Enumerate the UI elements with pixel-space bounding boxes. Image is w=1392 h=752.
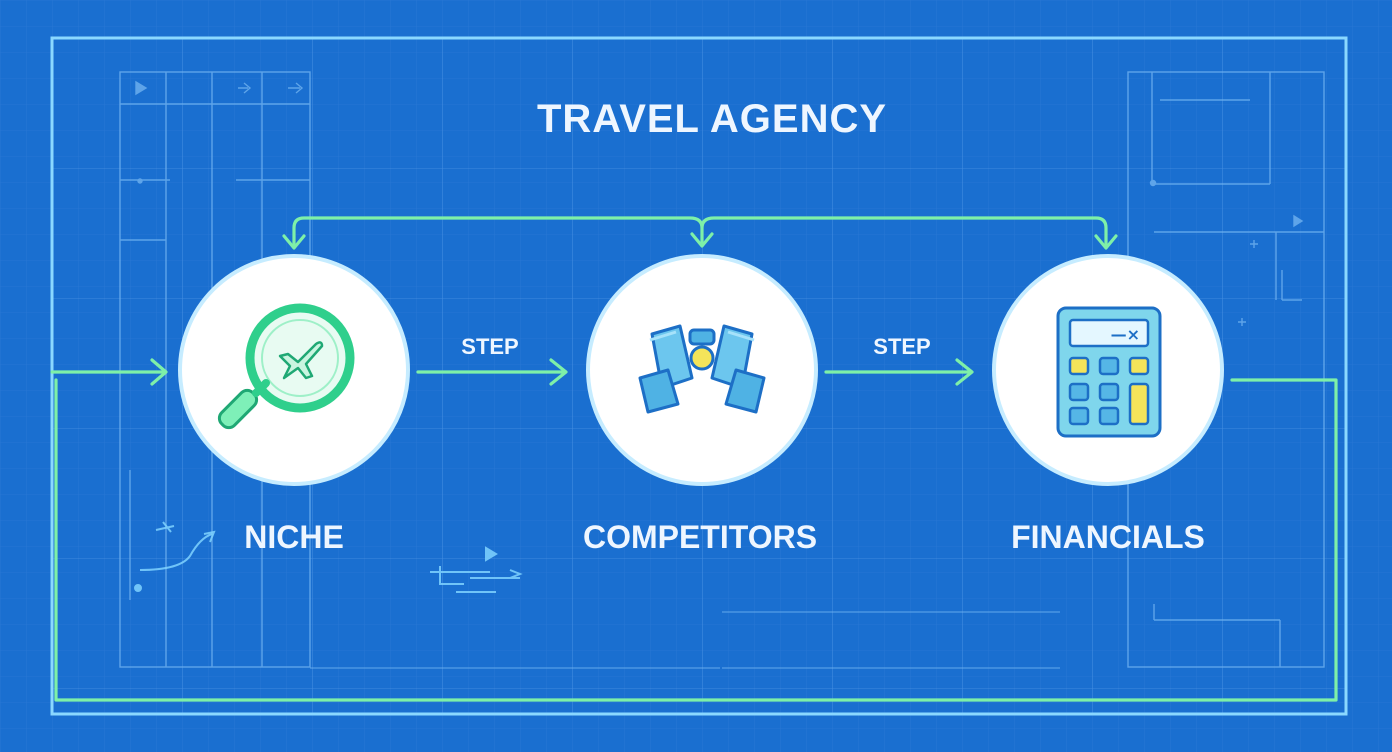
- sketch-route-icon: [430, 546, 523, 593]
- calc-key: [1128, 356, 1150, 376]
- step-label-financials: FINANCIALS: [1011, 519, 1205, 555]
- flow-lines: [50, 216, 1338, 702]
- calc-key: [1098, 382, 1120, 402]
- step-node-competitors: [586, 254, 818, 486]
- step-node-financials: —×: [992, 254, 1224, 486]
- sketch-plane-icon: [134, 521, 216, 592]
- outer-frame: [50, 36, 1348, 716]
- top-loop-line: [292, 216, 1108, 248]
- calculator-display: —×: [1111, 325, 1140, 344]
- calc-key-tall: [1128, 382, 1150, 426]
- top-arrowhead-1: [282, 234, 306, 250]
- connector-arrowhead-1: [549, 358, 568, 386]
- connector-label-2: STEP: [873, 334, 930, 359]
- entry-arrowhead: [150, 358, 168, 386]
- top-arrowhead-2: [690, 232, 714, 248]
- calculator-screen: [1068, 318, 1150, 348]
- step-node-niche: [178, 254, 410, 486]
- left-return-line: [54, 378, 1338, 702]
- calc-key: [1068, 356, 1090, 376]
- connector-label-1: STEP: [461, 334, 518, 359]
- step-label-niche: NICHE: [244, 519, 344, 555]
- calculator-icon: —×: [1056, 306, 1162, 438]
- calc-key: [1098, 406, 1120, 426]
- calc-key: [1068, 382, 1090, 402]
- calc-key: [1098, 356, 1120, 376]
- blueprint-decoration-bottom: [310, 611, 1060, 669]
- diagram-title: TRAVEL AGENCY: [537, 97, 887, 141]
- connector-arrowhead-2: [955, 358, 974, 386]
- magnifier-airplane-icon: [217, 303, 355, 430]
- top-arrowhead-3: [1094, 234, 1118, 250]
- binoculars-icon: [638, 324, 766, 414]
- calc-key: [1068, 406, 1090, 426]
- step-label-competitors: COMPETITORS: [583, 519, 817, 555]
